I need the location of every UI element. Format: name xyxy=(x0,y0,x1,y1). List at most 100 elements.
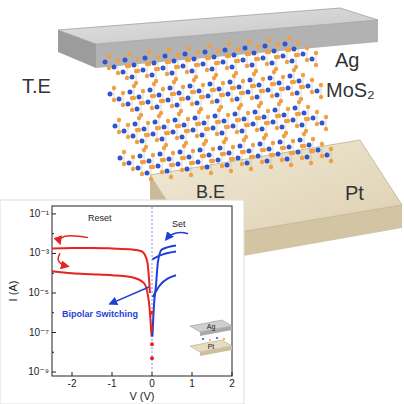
axis-tick-label: 10⁻⁹ xyxy=(28,367,49,377)
atom xyxy=(281,54,286,59)
atom xyxy=(187,46,191,50)
atom xyxy=(210,100,214,104)
atom xyxy=(307,143,312,148)
atom xyxy=(240,162,244,166)
atom xyxy=(295,124,299,128)
atom xyxy=(262,136,266,140)
atom xyxy=(183,52,188,57)
atom xyxy=(140,139,145,144)
atom xyxy=(320,121,325,126)
atom xyxy=(287,145,292,150)
atom xyxy=(167,48,171,52)
annotation: Set xyxy=(172,220,186,229)
atom xyxy=(301,52,306,57)
data-point xyxy=(150,327,154,331)
atom xyxy=(215,132,219,136)
atom xyxy=(236,47,240,51)
atom xyxy=(246,111,250,115)
atom xyxy=(113,124,118,129)
atom xyxy=(222,152,226,156)
atom xyxy=(130,75,135,80)
atom xyxy=(125,76,129,80)
atom xyxy=(192,78,196,82)
atom xyxy=(240,129,245,134)
atom xyxy=(301,73,305,77)
atom xyxy=(156,55,160,59)
atom xyxy=(103,60,108,65)
atom xyxy=(271,120,276,125)
atom xyxy=(112,65,117,70)
atom xyxy=(306,105,310,109)
atom xyxy=(130,108,134,112)
atom xyxy=(270,61,275,66)
atom xyxy=(191,128,196,133)
atom xyxy=(209,171,213,175)
atom xyxy=(107,54,111,58)
atom xyxy=(197,110,201,114)
atom xyxy=(193,116,198,121)
atom xyxy=(181,85,185,89)
atom xyxy=(149,177,153,181)
atom xyxy=(161,99,165,103)
atom xyxy=(286,107,290,111)
atom xyxy=(191,149,195,153)
atom xyxy=(191,161,195,165)
atom xyxy=(178,150,183,155)
atom xyxy=(167,157,172,162)
axis-tick-label: 10⁻¹ xyxy=(29,209,49,219)
atom xyxy=(201,83,205,87)
atom xyxy=(250,96,254,100)
atom xyxy=(232,86,236,90)
atom xyxy=(182,156,186,160)
plot-frame xyxy=(52,206,232,376)
atom xyxy=(192,57,197,62)
atom xyxy=(252,84,256,88)
atom xyxy=(185,70,189,74)
atom xyxy=(231,145,235,149)
atom xyxy=(136,69,140,73)
atom xyxy=(257,83,262,88)
atom xyxy=(200,133,205,138)
atom xyxy=(311,137,315,141)
atom xyxy=(291,139,295,143)
axis-tick-label: 2 xyxy=(229,379,235,389)
atom xyxy=(272,70,276,74)
atom xyxy=(273,108,278,113)
mini-device xyxy=(190,320,232,356)
atom xyxy=(187,155,192,160)
atom xyxy=(168,86,173,91)
annotation: Bipolar Switching xyxy=(62,310,138,319)
atom xyxy=(157,126,161,130)
atom xyxy=(221,60,226,65)
atom xyxy=(251,155,255,159)
atom xyxy=(181,64,186,69)
atom xyxy=(203,50,208,55)
atom xyxy=(162,125,167,130)
atom xyxy=(166,119,170,123)
atom xyxy=(261,89,265,93)
atom xyxy=(305,46,309,50)
atom xyxy=(325,153,330,158)
atom xyxy=(189,173,193,177)
atom xyxy=(235,130,239,134)
atom xyxy=(167,60,171,64)
atom xyxy=(195,134,199,138)
atom xyxy=(126,135,130,139)
atom xyxy=(186,129,190,133)
atom xyxy=(277,81,282,86)
atom xyxy=(186,96,191,101)
atom xyxy=(169,175,173,179)
atom xyxy=(153,120,158,125)
atom xyxy=(123,58,128,63)
atom xyxy=(107,66,111,70)
atom xyxy=(320,154,324,158)
iv-curve xyxy=(153,275,176,297)
atom xyxy=(182,144,186,148)
atom xyxy=(180,168,184,172)
atom xyxy=(171,130,176,135)
atom xyxy=(225,163,230,168)
atom xyxy=(222,119,227,124)
atom xyxy=(200,166,204,170)
atom xyxy=(216,158,221,163)
atom xyxy=(177,124,181,128)
